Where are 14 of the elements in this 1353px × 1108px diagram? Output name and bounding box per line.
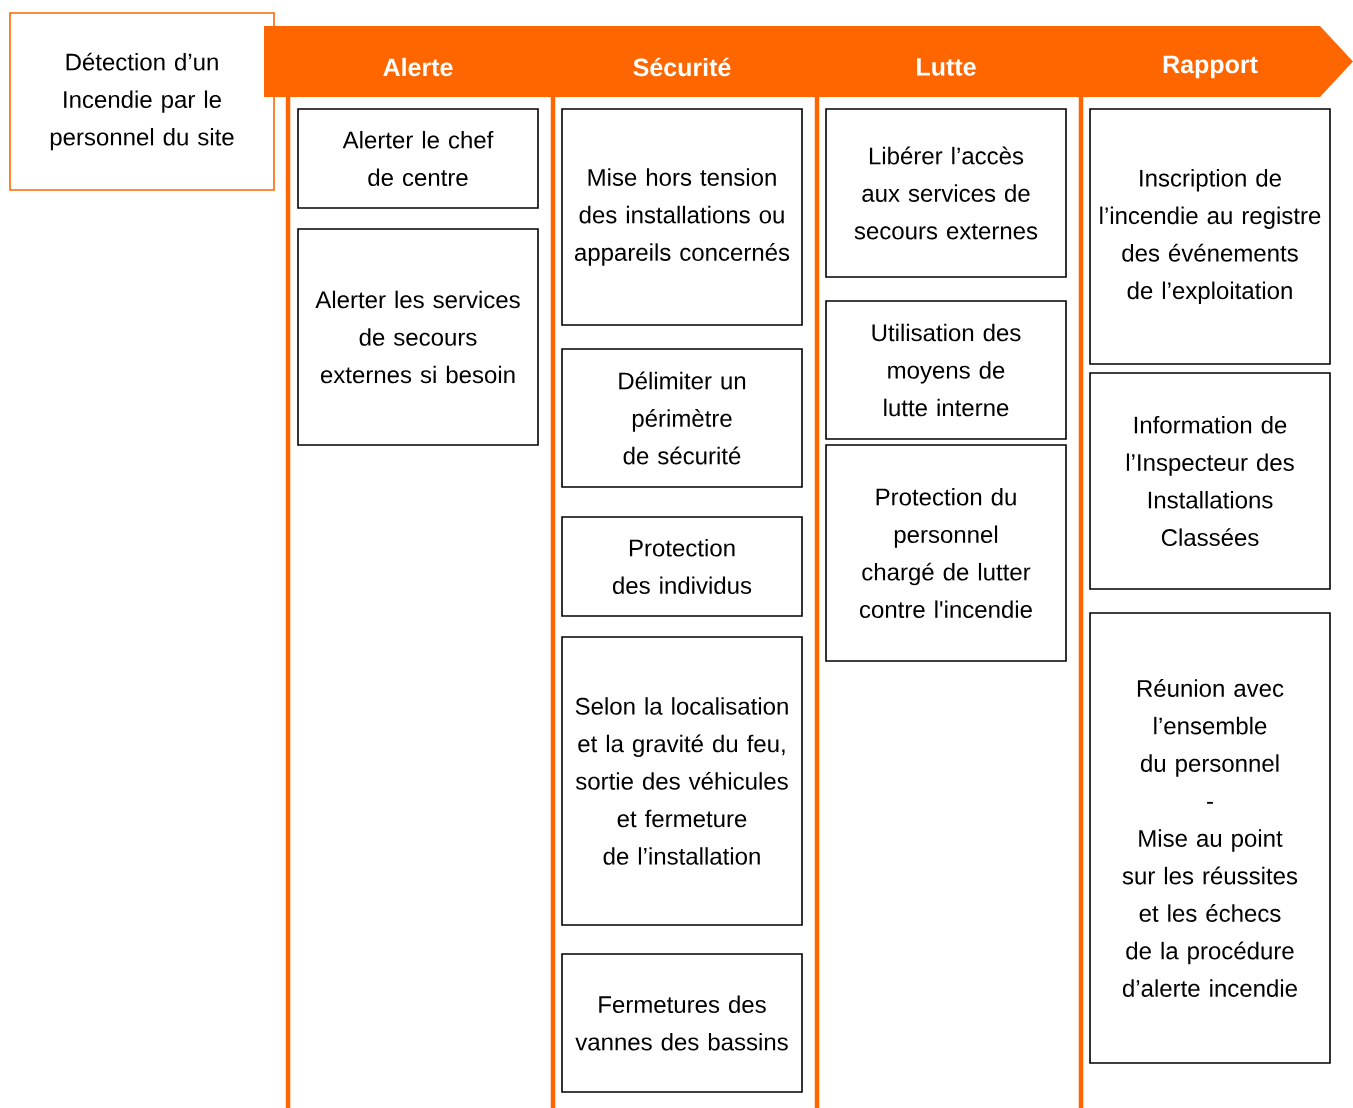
step-box: Inscription de l’incendie au registre des événements de l’exploitation	[1089, 108, 1331, 365]
start-box: Détection d’un Incendie par le personnel du site	[9, 12, 275, 191]
step-box: Alerter le chef de centre	[297, 108, 539, 209]
step-box: Protection du personnel chargé de lutter contre l'incendie	[825, 444, 1067, 662]
step-box: Réunion avec l’ensemble du personnel - Mise au point sur les réussites et les échecs de la procédure d’alerte incendie	[1089, 612, 1331, 1064]
step-box: Délimiter un périmètre de sécurité	[561, 348, 803, 488]
step-box: Utilisation des moyens de lutte interne	[825, 300, 1067, 440]
step-box: Information de l’Inspecteur des Installations Classées	[1089, 372, 1331, 590]
step-box: Libérer l’accès aux services de secours externes	[825, 108, 1067, 278]
step-box: Mise hors tension des installations ou appareils concernés	[561, 108, 803, 326]
step-box: Fermetures des vannes des bassins	[561, 953, 803, 1093]
step-box: Protection des individus	[561, 516, 803, 617]
step-box: Selon la localisation et la gravité du feu, sortie des véhicules et fermeture de l’installation	[561, 636, 803, 926]
step-box: Alerter les services de secours externes si besoin	[297, 228, 539, 446]
